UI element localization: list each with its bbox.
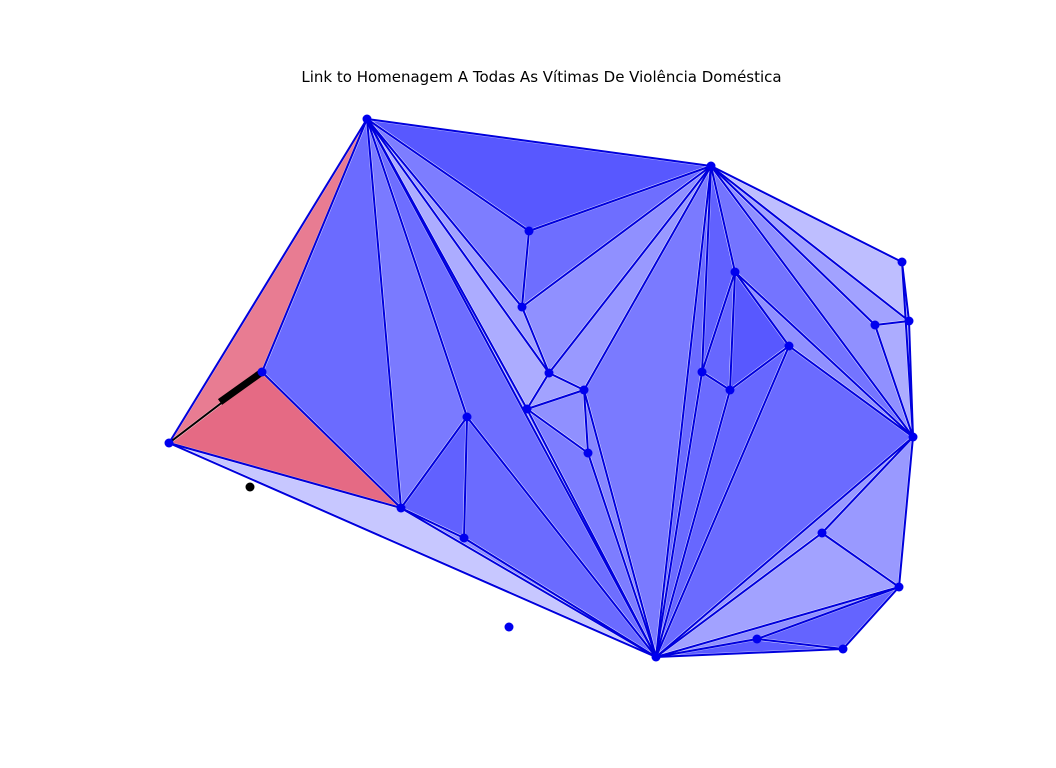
node-a xyxy=(362,114,372,124)
edge-C-N xyxy=(168,442,657,658)
node-b xyxy=(706,161,716,171)
edge-K-N xyxy=(587,452,657,658)
edge-Y-Z xyxy=(756,638,844,650)
edge-A-L xyxy=(366,118,468,418)
edge-W-X xyxy=(821,532,900,588)
node-x xyxy=(894,582,904,592)
edge-G-H xyxy=(521,306,550,374)
node-q xyxy=(725,385,735,395)
edge-N-Z xyxy=(655,648,844,658)
edge-N-Pp xyxy=(655,371,703,658)
edge-Q-R xyxy=(729,345,790,391)
edge-O-Pp xyxy=(701,271,736,373)
node-pp xyxy=(697,367,707,377)
node-v xyxy=(908,432,918,442)
edge-S-V xyxy=(901,261,914,438)
edge-N-R xyxy=(655,345,790,658)
node-l xyxy=(462,412,472,422)
edge-Pp-Q xyxy=(701,371,731,391)
node-c xyxy=(164,438,174,448)
edge-I-K xyxy=(583,389,589,454)
edge-B-F xyxy=(528,165,712,232)
node-isolated-blue xyxy=(504,622,514,632)
node-d xyxy=(257,367,267,377)
edge-A-G xyxy=(366,118,523,308)
edge-B-I xyxy=(583,165,712,391)
edge-H-I xyxy=(548,372,585,391)
node-r xyxy=(784,341,794,351)
edge-A-H xyxy=(366,118,550,374)
edge-E-L xyxy=(400,416,468,509)
node-n xyxy=(651,652,661,662)
node-t xyxy=(904,316,914,326)
edge-B-O xyxy=(710,165,736,273)
edge-C-E xyxy=(168,442,402,509)
node-j xyxy=(522,404,532,414)
edge-O-Q xyxy=(729,271,736,391)
node-y xyxy=(752,634,762,644)
edge-F-G xyxy=(521,230,530,308)
edge-O-V xyxy=(734,271,914,438)
edge-A-C xyxy=(168,118,368,444)
edge-X-Z xyxy=(842,586,900,650)
figure-title: Link to Homenagem A Todas As Vítimas De … xyxy=(301,68,782,86)
node-z xyxy=(838,644,848,654)
edge-T-U xyxy=(874,320,910,326)
edge-B-H xyxy=(548,165,712,374)
edge-J-K xyxy=(526,408,589,454)
edge-B-S xyxy=(710,165,903,263)
edge-A-E xyxy=(366,118,402,509)
edge-B-V xyxy=(710,165,914,438)
edge-B-T xyxy=(710,165,910,322)
edge-B-U xyxy=(710,165,876,326)
edge-V-X xyxy=(898,436,914,588)
node-k xyxy=(583,448,593,458)
edge-R-V xyxy=(788,345,914,438)
edge-L-N xyxy=(466,416,657,658)
edge-A-F xyxy=(366,118,530,232)
node-w xyxy=(817,528,827,538)
edge-L-M xyxy=(463,416,468,539)
node-isolated-black xyxy=(245,482,255,492)
node-g xyxy=(517,302,527,312)
highlight-edge-thick xyxy=(217,369,265,405)
edge-N-W xyxy=(655,532,823,658)
edge-N-X xyxy=(655,586,900,658)
edge-B-Pp xyxy=(701,165,712,373)
edge-A-N xyxy=(366,118,657,658)
edge-H-J xyxy=(526,372,550,410)
node-h xyxy=(544,368,554,378)
edge-B-N xyxy=(655,165,712,658)
edge-D-E xyxy=(261,371,402,509)
edge-O-R xyxy=(734,271,790,347)
edge-U-V xyxy=(874,324,914,438)
edge-X-Y xyxy=(756,586,900,640)
edge-N-V xyxy=(655,436,914,658)
edge-B-G xyxy=(521,165,712,308)
edge-I-N xyxy=(583,389,657,658)
node-i xyxy=(579,385,589,395)
edge-V-W xyxy=(821,436,914,534)
edge-E-N xyxy=(400,507,657,658)
edge-N-Q xyxy=(655,389,731,658)
node-m xyxy=(459,533,469,543)
edge-A-B xyxy=(366,118,712,167)
node-e xyxy=(396,503,406,513)
node-f xyxy=(524,226,534,236)
node-s xyxy=(897,257,907,267)
node-o xyxy=(730,267,740,277)
edge-A-D xyxy=(261,118,368,373)
edge-N-Y xyxy=(655,638,758,658)
edge-I-J xyxy=(526,389,585,410)
node-u xyxy=(870,320,880,330)
